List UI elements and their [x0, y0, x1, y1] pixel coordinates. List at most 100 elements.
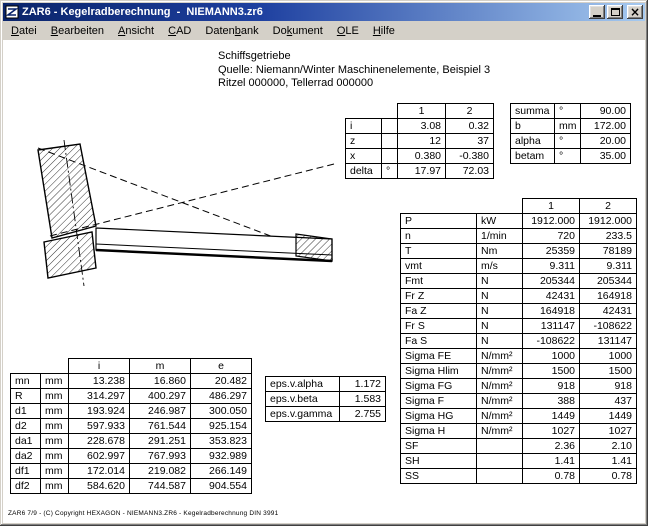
table-cell: vmt	[400, 258, 477, 274]
table-cell: 9.311	[579, 258, 637, 274]
project-title: Schiffsgetriebe	[218, 50, 291, 62]
table-cell: 16.860	[129, 373, 191, 389]
table-cell: P	[400, 213, 477, 229]
table-cell: 172.014	[68, 463, 130, 479]
table-cell: 1.41	[522, 453, 580, 469]
table-cell	[476, 438, 523, 454]
gear-names-line: Ritzel 000000, Tellerrad 000000	[218, 77, 374, 89]
table-cell: 164918	[522, 303, 580, 319]
menu-item-hilfe[interactable]: Hilfe	[372, 24, 395, 37]
table-cell: 720	[522, 228, 580, 244]
minimize-button[interactable]	[589, 5, 605, 19]
table-cell: 291.251	[129, 433, 191, 449]
table-cell: m/s	[476, 258, 523, 274]
table-cell: eps.v.beta	[265, 391, 340, 407]
column-header: 1	[522, 198, 580, 214]
table-cell: 205344	[522, 273, 580, 289]
menu-item-ansicht[interactable]: Ansicht	[118, 24, 155, 37]
table-cell: i	[345, 118, 382, 134]
source-line: Quelle: Niemann/Winter Maschinenelemente…	[218, 63, 491, 76]
table-cell: Fa Z	[400, 303, 477, 319]
document-area: Schiffsgetriebe Quelle: Niemann/Winter M…	[3, 40, 645, 523]
table-cell: Sigma FG	[400, 378, 477, 394]
table-cell: 597.933	[68, 418, 130, 434]
table-cell: N/mm²	[476, 363, 523, 379]
table-cell: 1000	[522, 348, 580, 364]
menu-item-datei[interactable]: Datei	[11, 24, 37, 37]
table-cell: 1500	[522, 363, 580, 379]
table-cell: 20.482	[190, 373, 252, 389]
table-cell: 1027	[522, 423, 580, 439]
title-bar[interactable]: ZAR6 - Kegelradberechnung - NIEMANN3.zr6…	[3, 3, 645, 21]
pinion-section	[37, 143, 97, 239]
table-cell: 13.238	[68, 373, 130, 389]
table-cell: °	[554, 148, 581, 164]
table-cell: 3.08	[397, 118, 446, 134]
table-cell: mm	[40, 373, 69, 389]
table-cell: Fmt	[400, 273, 477, 289]
column-header	[11, 359, 41, 374]
table-cell: -108622	[579, 318, 637, 334]
table-cell: 767.993	[129, 448, 191, 464]
column-header	[382, 104, 398, 119]
menu-item-bearbeiten[interactable]: Bearbeiten	[50, 24, 104, 37]
maximize-button[interactable]	[607, 5, 623, 19]
table-cell: °	[554, 133, 581, 149]
table-cell: 761.544	[129, 418, 191, 434]
table-cell: n	[400, 228, 477, 244]
table-cell: 0.380	[397, 148, 446, 164]
table-cell: 12	[397, 133, 446, 149]
table-cell	[381, 133, 398, 149]
menu-item-ole[interactable]: OLE	[336, 24, 359, 37]
table-cell: 1027	[579, 423, 637, 439]
table-cell	[381, 118, 398, 134]
table-cell: mn	[10, 373, 41, 389]
close-button[interactable]: ×	[627, 5, 643, 19]
menu-bar: Datei Bearbeiten Ansicht CAD Datenbank Dokume…	[3, 21, 645, 40]
table-cell: Fr S	[400, 318, 477, 334]
table-cell: N/mm²	[476, 423, 523, 439]
table-cell: Fa S	[400, 333, 477, 349]
table-cell: N	[476, 288, 523, 304]
window-title: ZAR6 - Kegelradberechnung - NIEMANN3.zr6	[22, 6, 263, 18]
table-cell: b	[510, 118, 555, 134]
table-cell: summa	[510, 103, 555, 119]
pitch-cone-line	[37, 147, 335, 261]
menu-item-datenbank[interactable]: Datenbank	[205, 24, 259, 37]
table-cell: Fr Z	[400, 288, 477, 304]
table-cell: 932.989	[190, 448, 252, 464]
table-cell: 1000	[579, 348, 637, 364]
table-cell: z	[345, 133, 382, 149]
column-header: 2	[445, 103, 494, 119]
menu-item-dokument[interactable]: Dokument	[272, 24, 323, 37]
table-cell: -108622	[522, 333, 580, 349]
table-cell: SH	[400, 453, 477, 469]
table-cell: 400.297	[129, 388, 191, 404]
table-cell: SS	[400, 468, 477, 484]
rim-inner-line	[95, 243, 333, 256]
table-cell: da2	[10, 448, 41, 464]
menu-item-cad[interactable]: CAD	[168, 24, 192, 37]
table-cell: 131147	[579, 333, 637, 349]
table-cell: eps.v.gamma	[265, 406, 340, 422]
